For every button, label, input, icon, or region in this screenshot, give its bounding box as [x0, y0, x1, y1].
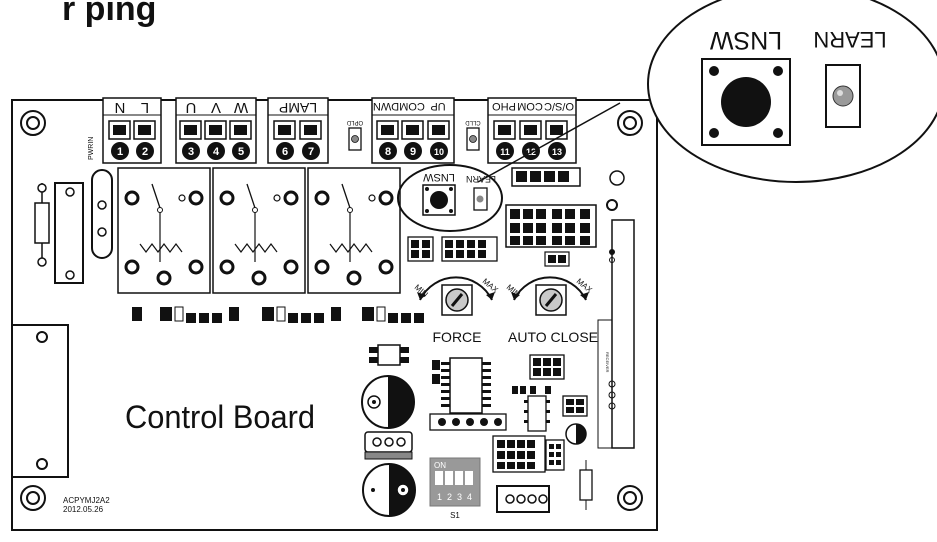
terminal-number: 9 — [410, 146, 416, 158]
smd-component-row — [132, 306, 424, 323]
learn-button-zoomed[interactable] — [701, 58, 791, 146]
terminal-label-w: W — [233, 99, 248, 116]
relay-group — [117, 167, 401, 294]
terminal-number: 5 — [238, 146, 244, 158]
terminal-number-badge: 1 — [111, 142, 129, 160]
terminal-number: 1 — [117, 146, 123, 158]
terminal-number-badge: 2 — [136, 142, 154, 160]
terminal-label-n: N — [115, 99, 126, 116]
terminal-label-u: U — [186, 99, 197, 116]
learn-led-label-small: LEARN — [466, 174, 496, 184]
terminal-number: 2 — [142, 146, 148, 158]
terminal-number-badge: 11 — [496, 142, 514, 160]
title-fragment: r ping — [62, 0, 156, 28]
terminal-number: 10 — [434, 147, 444, 157]
learn-led-small — [473, 187, 488, 211]
terminal-number: 6 — [282, 146, 288, 158]
terminal-number-badge: 7 — [302, 142, 320, 160]
fuse-holder — [34, 169, 113, 284]
mounting-hole — [617, 110, 643, 136]
zoom-bubble — [647, 0, 937, 183]
auto-close-label: AUTO CLOSE — [508, 329, 598, 345]
terminal-label-l: L — [141, 99, 149, 116]
learn-led-zoomed — [825, 64, 861, 128]
board-model: ACPYMJ2A2 — [63, 496, 110, 505]
relay — [307, 167, 401, 294]
connector-array — [407, 167, 597, 267]
learn-button-small — [422, 184, 456, 216]
terminal-label-v: V — [211, 99, 221, 116]
clld-led — [466, 127, 480, 151]
pwrin-label: PWRIN — [88, 137, 95, 160]
terminal-number-badge: 5 — [232, 142, 250, 160]
relay — [117, 167, 211, 294]
terminal-number-badge: 9 — [404, 142, 422, 160]
terminal-label-osc: O/S/C — [544, 100, 574, 112]
terminal-label-com2: COM — [517, 100, 543, 112]
terminal-number-badge: 12 — [522, 142, 540, 160]
learn-led-label-zoomed: LEARN — [813, 27, 886, 52]
force-knob[interactable] — [417, 276, 495, 316]
terminal-block-power — [102, 97, 162, 164]
dip-switch[interactable] — [429, 457, 481, 507]
terminal-number: 7 — [308, 146, 314, 158]
board-label: Control Board — [125, 399, 315, 435]
terminal-number: 3 — [188, 146, 194, 158]
dip-switch-number-4: 4 — [467, 492, 472, 502]
auto-close-knob[interactable] — [511, 276, 589, 316]
dip-switch-number-1: 1 — [437, 492, 442, 502]
terminal-number-badge: 6 — [276, 142, 294, 160]
terminal-number-badge: 8 — [379, 142, 397, 160]
board-date: 2012.05.26 — [63, 505, 104, 514]
terminal-label-dwn: DWN — [373, 100, 399, 112]
terminal-number-badge: 3 — [182, 142, 200, 160]
learn-area-highlight — [397, 164, 503, 232]
terminal-number: 8 — [385, 146, 391, 158]
force-label: FORCE — [433, 329, 482, 345]
terminal-label-up: UP — [430, 100, 445, 112]
mounting-hole — [617, 485, 643, 511]
learn-button-label-zoomed: LNSW — [709, 26, 782, 54]
relay — [212, 167, 306, 294]
terminal-label-com: COM — [399, 100, 425, 112]
opld-label: OPLD — [346, 119, 363, 125]
test-point — [609, 170, 625, 186]
terminal-number: 13 — [552, 147, 562, 157]
mounting-hole — [20, 110, 46, 136]
opld-led — [348, 127, 362, 151]
terminal-number-badge: 10 — [430, 142, 448, 160]
test-point — [606, 199, 618, 211]
mounting-hole — [20, 485, 46, 511]
terminal-number-badges: 12345678910111213 — [111, 142, 566, 160]
receiver-label: RECEIVER — [605, 352, 610, 373]
right-middle-components — [492, 354, 593, 513]
dip-switch-name: S1 — [450, 511, 460, 520]
terminal-label-pho: PHO — [492, 100, 516, 112]
zoom-leader-line — [477, 102, 621, 183]
terminal-number-badge: 13 — [548, 142, 566, 160]
terminal-label-lamp: LAMP — [279, 100, 317, 116]
receiver-module — [597, 219, 635, 449]
dip-on-label: ON — [434, 461, 446, 470]
learn-button-label-small: LNSW — [422, 171, 454, 183]
terminal-number: 11 — [500, 147, 510, 157]
ic-chip — [429, 357, 507, 431]
power-components — [361, 344, 416, 517]
lower-left-connector — [11, 324, 69, 478]
clld-label: CLLD — [465, 119, 481, 125]
terminal-number-badge: 4 — [207, 142, 225, 160]
dip-switch-number-3: 3 — [457, 492, 462, 502]
dip-switch-number-2: 2 — [447, 492, 452, 502]
terminal-number: 4 — [213, 146, 220, 158]
